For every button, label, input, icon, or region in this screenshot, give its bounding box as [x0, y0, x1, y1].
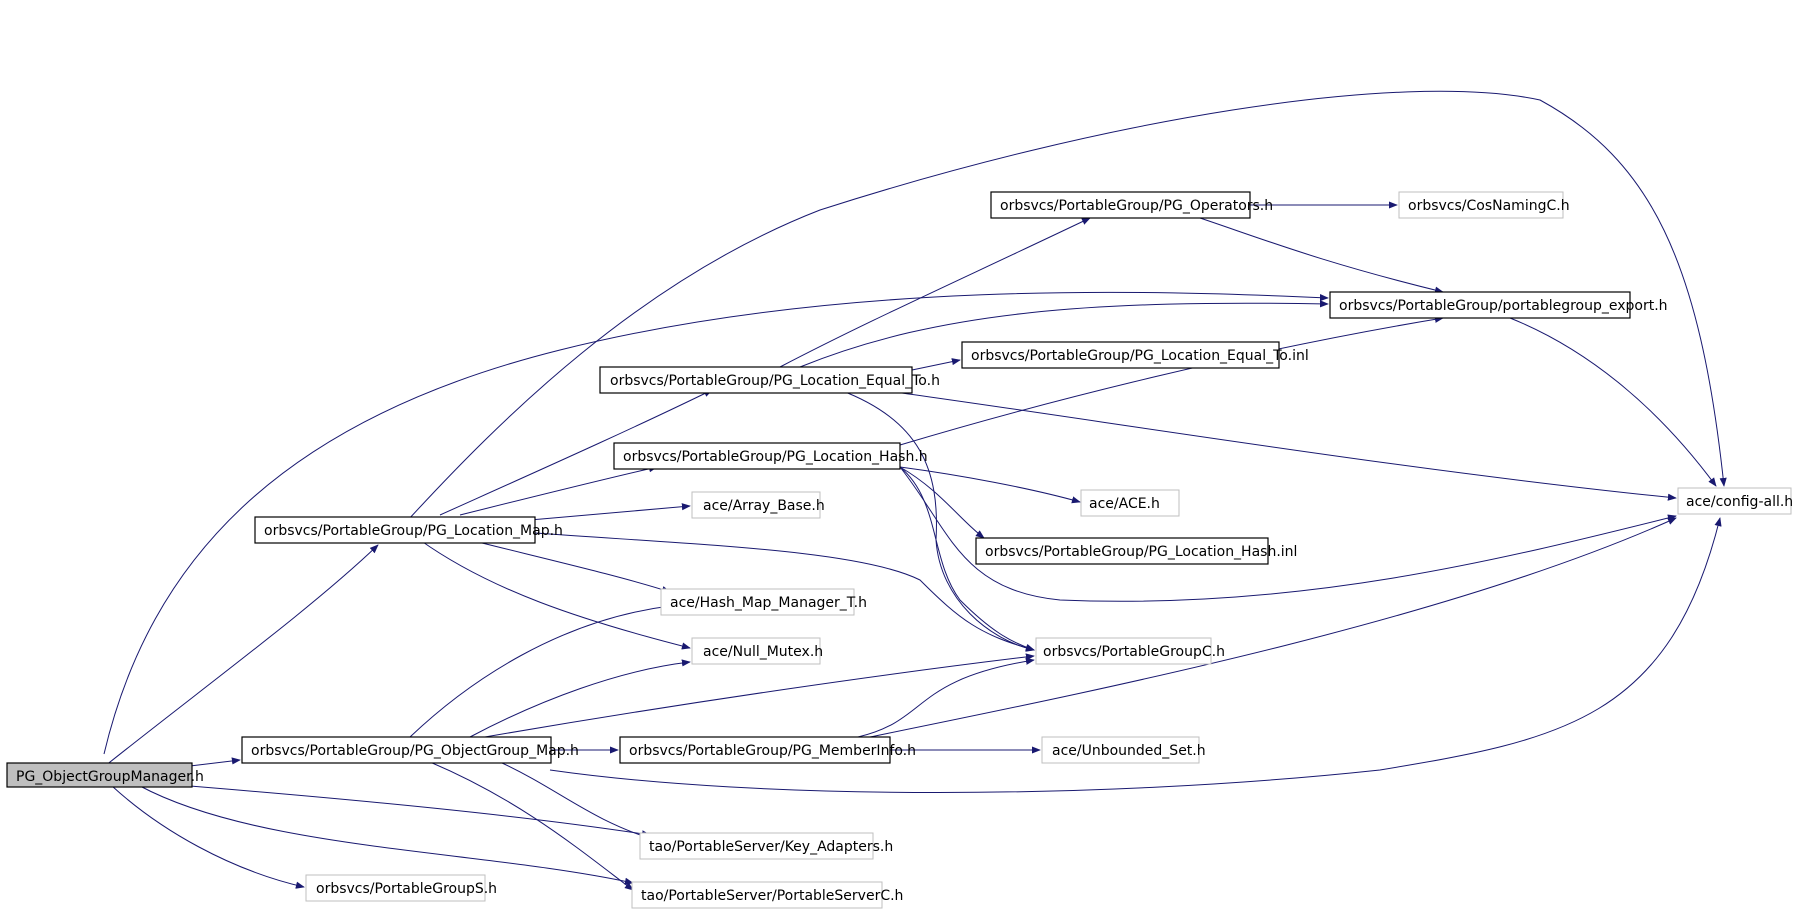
node-location-map[interactable]: orbsvcs/PortableGroup/PG_Location_Map.h: [254, 516, 563, 544]
edge-root-to-object-group-map: [189, 757, 241, 767]
edge-root-to-config-all: [407, 90, 1727, 521]
edge-location-equal-to-to-operators: [779, 217, 1091, 368]
edge-object-group-map-to-hash-map-manager: [409, 603, 671, 738]
node-portable-group-c-label: orbsvcs/PortableGroupC.h: [1043, 644, 1225, 660]
node-member-info[interactable]: orbsvcs/PortableGroup/PG_MemberInfo.h: [619, 736, 916, 764]
edge-member-info-to-portable-group-c: [857, 657, 1035, 738]
edge-member-info-to-config-all: [869, 517, 1677, 738]
edge-object-group-map-to-config-all: [549, 517, 1722, 793]
node-operators[interactable]: orbsvcs/PortableGroup/PG_Operators.h: [990, 191, 1273, 219]
edge-location-map-to-array-base: [529, 503, 691, 521]
node-location-equal-to-inl-label: orbsvcs/PortableGroup/PG_Location_Equal_…: [971, 348, 1309, 364]
node-portable-group-c[interactable]: orbsvcs/PortableGroupC.h: [1035, 637, 1225, 665]
node-key-adapters-label: tao/PortableServer/Key_Adapters.h: [649, 839, 893, 855]
edge-location-map-to-hash-map-manager: [469, 539, 671, 593]
edge-location-equal-to-to-config-all: [879, 389, 1677, 501]
node-null-mutex-label: ace/Null_Mutex.h: [703, 644, 823, 660]
node-location-hash-inl[interactable]: orbsvcs/PortableGroup/PG_Location_Hash.i…: [975, 537, 1297, 565]
node-hash-map-manager-label: ace/Hash_Map_Manager_T.h: [670, 595, 867, 611]
node-portable-group-s-label: orbsvcs/PortableGroupS.h: [316, 881, 497, 897]
node-cos-naming-c-label: orbsvcs/CosNamingC.h: [1408, 198, 1570, 214]
node-unbounded-set[interactable]: ace/Unbounded_Set.h: [1041, 736, 1206, 764]
node-location-equal-to[interactable]: orbsvcs/PortableGroup/PG_Location_Equal_…: [599, 366, 940, 394]
node-ace-label: ace/ACE.h: [1089, 496, 1160, 512]
edge-location-map-to-null-mutex: [419, 539, 691, 650]
edge-object-group-map-to-null-mutex: [469, 659, 691, 738]
edge-root-to-location-map: [99, 544, 379, 771]
edge-root-to-portablegroup-export: [103, 291, 1329, 755]
node-array-base-label: ace/Array_Base.h: [703, 498, 825, 514]
edge-location-hash-to-ace: [899, 466, 1081, 504]
node-location-hash[interactable]: orbsvcs/PortableGroup/PG_Location_Hash.h: [613, 442, 928, 470]
edge-root-to-portable-server-c: [139, 785, 634, 885]
edge-location-hash-to-config-all: [899, 466, 1677, 602]
edge-location-map-to-location-hash: [459, 465, 658, 516]
edges: [99, 90, 1727, 891]
node-location-map-label: orbsvcs/PortableGroup/PG_Location_Map.h: [264, 523, 563, 539]
node-object-group-map[interactable]: orbsvcs/PortableGroup/PG_ObjectGroup_Map…: [241, 736, 579, 764]
node-location-equal-to-inl[interactable]: orbsvcs/PortableGroup/PG_Location_Equal_…: [961, 341, 1309, 369]
edge-operators-to-portablegroup-export: [1199, 217, 1444, 294]
node-operators-label: orbsvcs/PortableGroup/PG_Operators.h: [1000, 198, 1273, 214]
edge-location-equal-to-to-portablegroup-export: [799, 300, 1329, 368]
node-config-all[interactable]: ace/config-all.h: [1677, 487, 1793, 515]
node-member-info-label: orbsvcs/PortableGroup/PG_MemberInfo.h: [629, 743, 916, 759]
node-ace[interactable]: ace/ACE.h: [1080, 489, 1180, 517]
node-cos-naming-c[interactable]: orbsvcs/CosNamingC.h: [1398, 191, 1570, 219]
node-null-mutex[interactable]: ace/Null_Mutex.h: [691, 637, 823, 665]
node-array-base[interactable]: ace/Array_Base.h: [691, 491, 825, 519]
node-object-group-map-label: orbsvcs/PortableGroup/PG_ObjectGroup_Map…: [251, 743, 579, 759]
node-location-hash-label: orbsvcs/PortableGroup/PG_Location_Hash.h: [623, 449, 928, 465]
node-config-all-label: ace/config-all.h: [1686, 494, 1793, 510]
edge-object-group-map-to-portable-server-c: [429, 761, 634, 891]
node-location-hash-inl-label: orbsvcs/PortableGroup/PG_Location_Hash.i…: [985, 544, 1297, 560]
node-portablegroup-export[interactable]: orbsvcs/PortableGroup/portablegroup_expo…: [1329, 291, 1668, 319]
edge-object-group-map-to-key-adapters: [499, 761, 656, 842]
node-portable-server-c[interactable]: tao/PortableServer/PortableServerC.h: [631, 881, 903, 909]
edge-location-map-to-location-equal-to: [439, 389, 713, 516]
edge-location-hash-to-location-hash-inl: [899, 466, 985, 539]
node-portablegroup-export-label: orbsvcs/PortableGroup/portablegroup_expo…: [1339, 298, 1668, 314]
node-portable-group-s[interactable]: orbsvcs/PortableGroupS.h: [305, 874, 497, 902]
node-location-equal-to-label: orbsvcs/PortableGroup/PG_Location_Equal_…: [610, 373, 940, 389]
node-unbounded-set-label: ace/Unbounded_Set.h: [1052, 743, 1206, 759]
node-root[interactable]: PG_ObjectGroupManager.h: [6, 762, 204, 788]
edge-location-map-to-portable-group-c: [534, 532, 1035, 652]
edge-location-hash-to-portablegroup-export: [899, 315, 1444, 446]
edge-object-group-map-to-portable-group-c: [484, 653, 1035, 738]
node-key-adapters[interactable]: tao/PortableServer/Key_Adapters.h: [639, 832, 893, 860]
node-hash-map-manager[interactable]: ace/Hash_Map_Manager_T.h: [660, 588, 867, 616]
edge-portablegroup-export-to-config-all: [1509, 317, 1717, 487]
edge-location-equal-to-to-equal-to-inl: [911, 358, 961, 371]
nodes: PG_ObjectGroupManager.h orbsvcs/Portable…: [6, 191, 1793, 909]
node-root-label: PG_ObjectGroupManager.h: [16, 769, 204, 785]
edge-root-to-portable-group-s: [111, 785, 305, 889]
node-portable-server-c-label: tao/PortableServer/PortableServerC.h: [641, 888, 903, 904]
edge-root-to-key-adapters: [189, 785, 651, 838]
